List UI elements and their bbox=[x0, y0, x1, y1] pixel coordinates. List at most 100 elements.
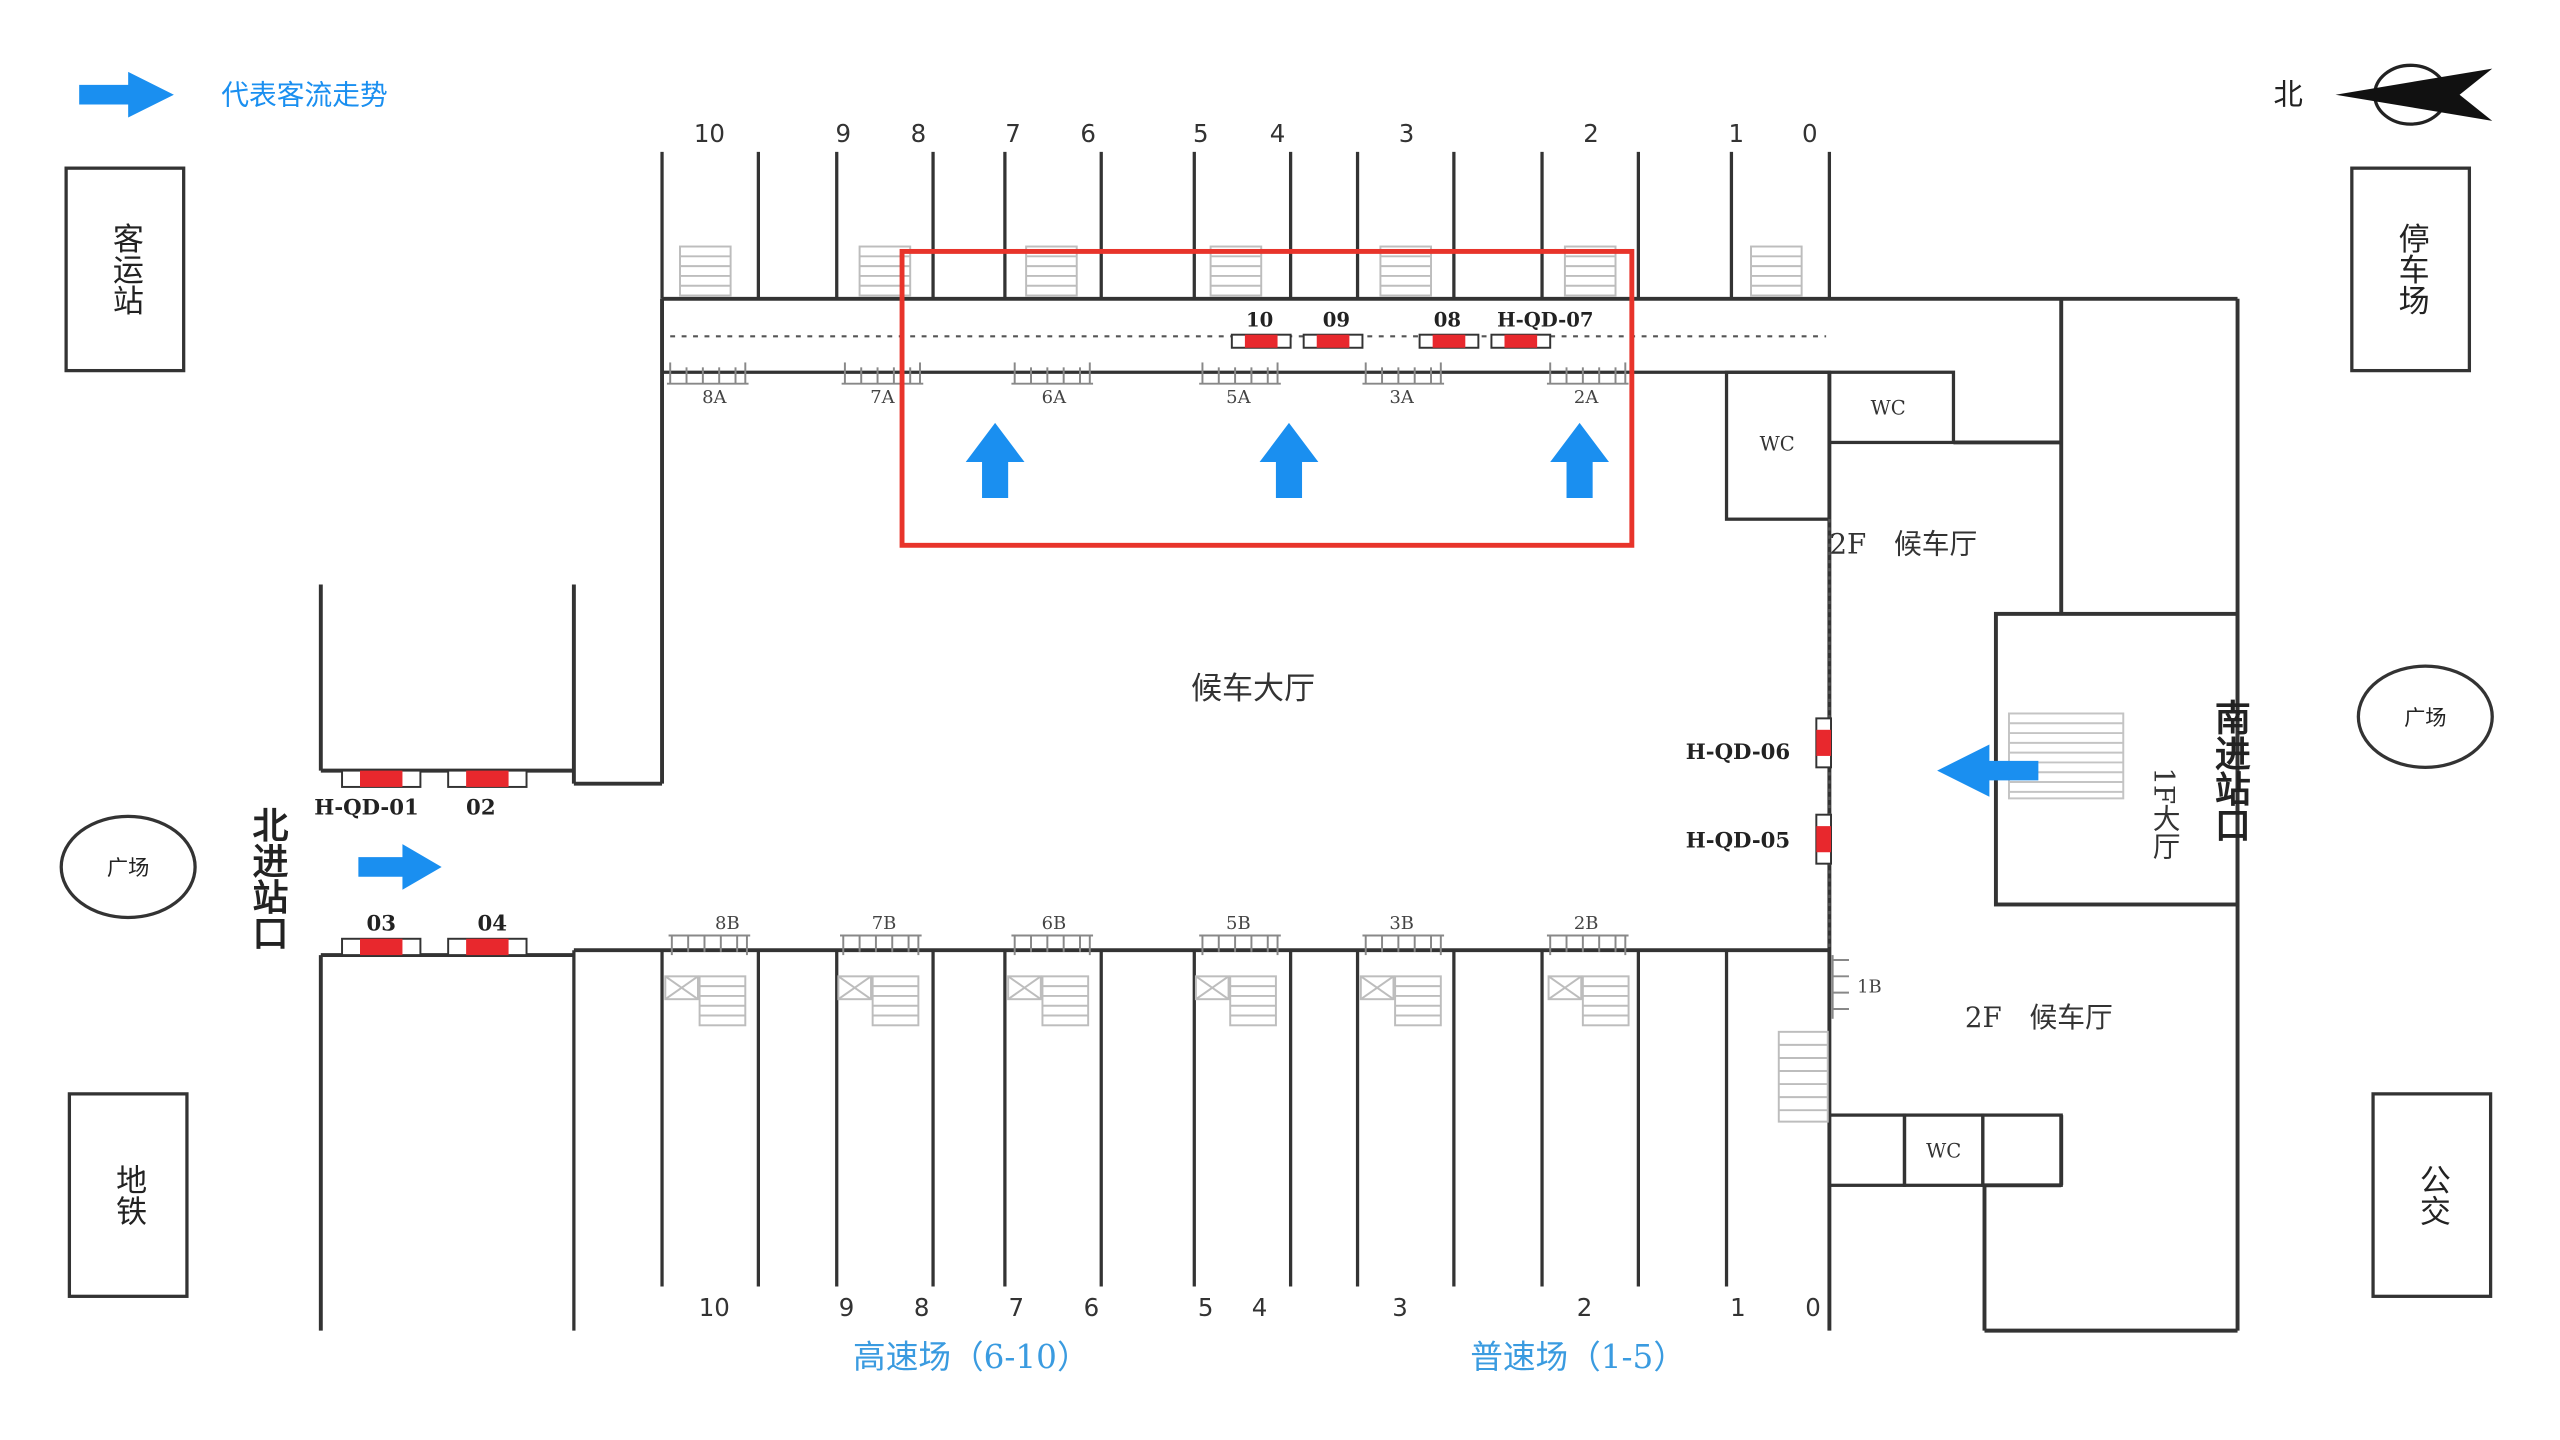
lower-platform-lines bbox=[572, 950, 1729, 1331]
ad-spot-label: 02 bbox=[466, 796, 496, 821]
ad-spot-label: 08 bbox=[1434, 309, 1461, 332]
wc-blocks-lower bbox=[1827, 1113, 2063, 1187]
flow-arrow-left-icon bbox=[1937, 744, 2039, 797]
gate-icon bbox=[1011, 362, 1094, 385]
stair-icon bbox=[1194, 975, 1277, 1027]
upper-gates bbox=[666, 362, 1629, 385]
upper-stairs bbox=[679, 245, 1803, 297]
ad-spot bbox=[447, 769, 528, 788]
stair-icon bbox=[1209, 245, 1263, 297]
side-box-parking-label: 停车场 bbox=[2393, 223, 2430, 316]
compass-north-label: 北 bbox=[2273, 77, 2302, 111]
track-number: 9 bbox=[839, 1293, 855, 1322]
stair-icon bbox=[1563, 245, 1617, 297]
plaza-right-label: 广场 bbox=[2404, 706, 2446, 731]
ad-spot bbox=[341, 769, 422, 788]
track-number: 9 bbox=[835, 119, 851, 148]
stair-icon bbox=[1547, 975, 1630, 1027]
stair-icon bbox=[679, 245, 732, 297]
track-number: 4 bbox=[1252, 1293, 1268, 1322]
stair-icon bbox=[1025, 245, 1078, 297]
side-box-parking: 停车场 bbox=[2350, 166, 2472, 373]
ad-spot bbox=[1815, 813, 1832, 865]
plaza-right: 广场 bbox=[2356, 664, 2494, 769]
track-number: 3 bbox=[1399, 119, 1415, 148]
flow-arrow-up-icon bbox=[1550, 422, 1609, 498]
gate-icon bbox=[1199, 362, 1281, 385]
zone-normal-speed-label: 普速场（1-5） bbox=[1470, 1338, 1686, 1376]
track-number: 6 bbox=[1084, 1293, 1100, 1322]
ad-spot bbox=[1302, 333, 1364, 349]
flow-arrow-up-icon bbox=[1259, 422, 1319, 498]
ad-spot bbox=[341, 937, 422, 957]
track-number: 8 bbox=[911, 119, 927, 148]
stair-icon bbox=[1359, 975, 1442, 1027]
ad-spot-label: H-QD-06 bbox=[1686, 740, 1790, 765]
flow-arrow-up-icon bbox=[965, 422, 1025, 498]
stair-label: 6B bbox=[1042, 913, 1067, 934]
stair-label: 5B bbox=[1226, 913, 1251, 934]
gate-icon bbox=[1546, 934, 1629, 956]
north-entrance-label: 北进站口 bbox=[246, 807, 288, 951]
ad-spot-label: H-QD-05 bbox=[1686, 828, 1790, 853]
zone-high-speed-label: 高速场（6-10） bbox=[853, 1338, 1090, 1376]
ad-spot-label: H-QD-07 bbox=[1497, 309, 1593, 332]
side-box-bus: 公交 bbox=[2371, 1092, 2493, 1298]
gate-icon bbox=[668, 934, 751, 956]
ad-spot bbox=[1230, 333, 1292, 349]
gate-icon bbox=[666, 362, 749, 385]
upper-platform-lines bbox=[660, 151, 1832, 299]
ad-spot-label: 09 bbox=[1323, 309, 1350, 332]
track-number: 2 bbox=[1577, 1293, 1593, 1322]
lower-stair-labels: 8B 7B 6B 5B 3B 2B bbox=[715, 913, 1598, 934]
gate-icon bbox=[841, 362, 924, 385]
upper-stair-labels: 8A 7A 6A 5A 3A 2A bbox=[702, 387, 1599, 408]
track-number: 0 bbox=[1805, 1293, 1821, 1322]
main-hall-label: 候车大厅 bbox=[1191, 671, 1315, 707]
gate-icon bbox=[1199, 934, 1281, 956]
ad-spots-top: 10 09 08 H-QD-07 bbox=[1230, 309, 1594, 349]
plaza-left-label: 广场 bbox=[107, 856, 149, 881]
stair-icon bbox=[1777, 1030, 1829, 1123]
hall-1f-label: 1F大厅 bbox=[2148, 767, 2181, 859]
ad-spot bbox=[1418, 333, 1480, 349]
legend: 代表客流走势 bbox=[79, 71, 388, 118]
stair-icon bbox=[858, 245, 912, 297]
stair-label: 8A bbox=[702, 387, 727, 408]
stair-label: 2A bbox=[1574, 387, 1599, 408]
stair-label: 6A bbox=[1042, 387, 1067, 408]
track-numbers-top: 10 9 8 7 6 5 4 3 2 1 0 bbox=[694, 119, 1818, 148]
flow-arrow-right-icon bbox=[358, 844, 442, 890]
wc-label: WC bbox=[1926, 1140, 1961, 1163]
ad-spot bbox=[1490, 333, 1552, 349]
track-number: 5 bbox=[1193, 119, 1209, 148]
flow-arrows bbox=[358, 422, 2039, 890]
ad-spot bbox=[447, 937, 528, 957]
wc-label: WC bbox=[1760, 433, 1795, 456]
track-number: 1 bbox=[1729, 119, 1745, 148]
plaza-left: 广场 bbox=[59, 814, 197, 920]
stair-label: 3A bbox=[1389, 387, 1414, 408]
side-box-bus-station: 客运站 bbox=[64, 166, 186, 373]
stair-label: 7A bbox=[870, 387, 895, 408]
track-numbers-bottom: 10 9 8 7 6 5 4 3 2 1 0 bbox=[699, 1293, 1821, 1322]
hall-1f-escalators bbox=[2008, 712, 2125, 800]
track-number: 0 bbox=[1802, 119, 1818, 148]
highlight-frame bbox=[899, 248, 1635, 548]
stair-icon bbox=[1379, 245, 1432, 297]
ad-spot-label: 04 bbox=[477, 912, 507, 937]
ad-spot bbox=[1815, 717, 1832, 769]
track-number: 7 bbox=[1005, 119, 1021, 148]
flow-arrow-icon bbox=[79, 71, 174, 118]
stair-icon bbox=[1750, 245, 1803, 297]
stair-label: 2B bbox=[1574, 913, 1599, 934]
compass: 北 bbox=[2273, 63, 2493, 126]
track-number: 3 bbox=[1392, 1293, 1408, 1322]
ad-spot-label: 03 bbox=[366, 912, 396, 937]
compass-needle-icon bbox=[2335, 68, 2493, 121]
stair-icon bbox=[1007, 975, 1090, 1027]
side-box-metro: 地铁 bbox=[67, 1092, 189, 1298]
gate-icon bbox=[1011, 934, 1094, 956]
ad-spots-right: H-QD-06 H-QD-05 bbox=[1686, 717, 1832, 865]
